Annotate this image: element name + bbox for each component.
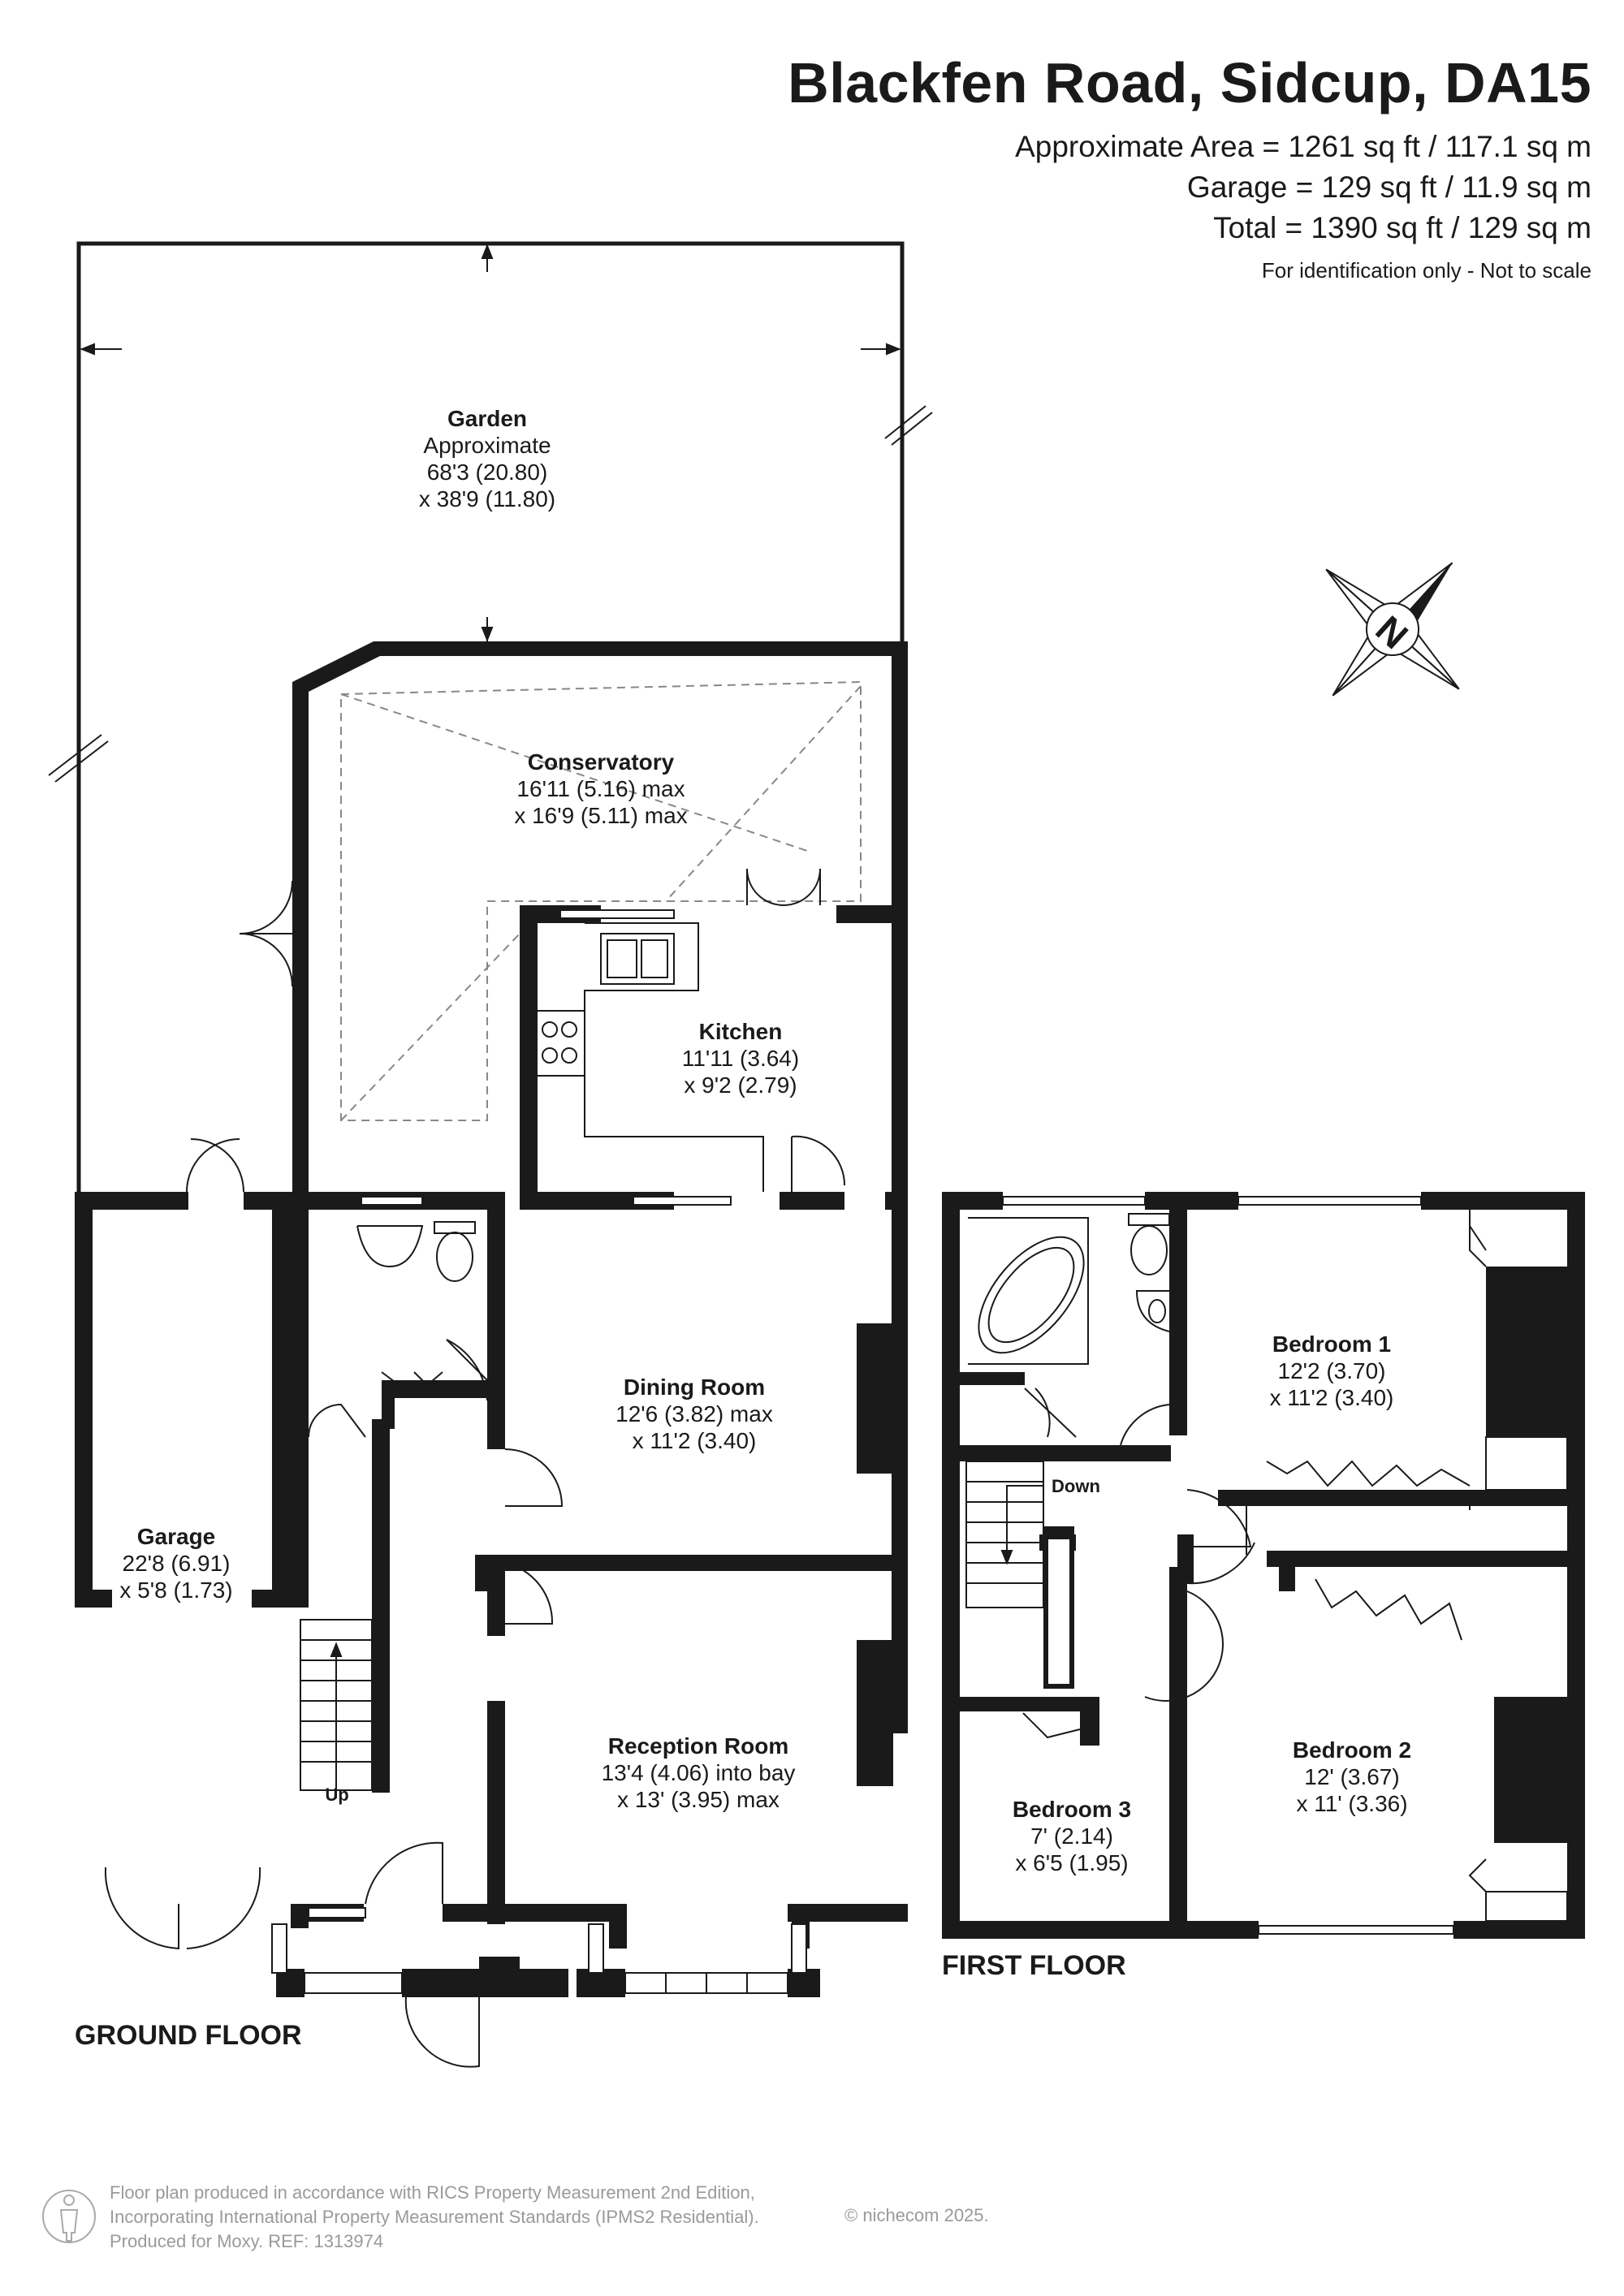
footer-credits: Floor plan produced in accordance with R… <box>110 2181 759 2254</box>
dining-width: x 11'2 (3.40) <box>633 1428 757 1453</box>
room-label-garage: Garage 22'8 (6.91) x 5'8 (1.73) <box>119 1524 232 1603</box>
person-icon <box>42 2190 96 2243</box>
garage-width: x 5'8 (1.73) <box>119 1577 232 1603</box>
garage-name: Garage <box>137 1524 216 1549</box>
compass-rose <box>1325 562 1460 697</box>
kitchen-name: Kitchen <box>699 1019 783 1044</box>
conservatory-roof-lines <box>340 680 862 1121</box>
bedroom2-name: Bedroom 2 <box>1293 1737 1411 1763</box>
stairs-up-label: Up <box>325 1785 348 1805</box>
approximate-area: Approximate Area = 1261 sq ft / 117.1 sq… <box>1015 130 1592 163</box>
room-label-bedroom1: Bedroom 1 12'2 (3.70) x 11'2 (3.40) <box>1270 1331 1394 1410</box>
room-label-garden: Garden Approximate 68'3 (20.80) x 38'9 (… <box>419 406 555 511</box>
kitchen-fittings <box>535 922 764 1192</box>
room-label-reception: Reception Room 13'4 (4.06) into bay x 13… <box>602 1733 796 1812</box>
first-floor-walls <box>942 1192 1585 1939</box>
ground-floor-windows <box>271 909 807 1994</box>
first-floor-windows <box>1002 1196 1454 1935</box>
reception-length: 13'4 (4.06) into bay <box>602 1760 796 1785</box>
garden-approx: Approximate <box>423 433 551 458</box>
bedroom3-width: x 6'5 (1.95) <box>1015 1850 1128 1875</box>
ground-floor-walls <box>75 641 908 1997</box>
dining-name: Dining Room <box>624 1375 765 1400</box>
footer-line-3: Produced for Moxy. REF: 1313974 <box>110 2231 384 2251</box>
room-label-bedroom2: Bedroom 2 12' (3.67) x 11' (3.36) <box>1293 1737 1411 1816</box>
conservatory-width: x 16'9 (5.11) max <box>514 803 687 828</box>
bedroom2-width: x 11' (3.36) <box>1296 1791 1407 1816</box>
room-label-bedroom3: Bedroom 3 7' (2.14) x 6'5 (1.95) <box>1013 1797 1131 1875</box>
first-floor-inner-walls <box>1047 1210 1487 1685</box>
conservatory-length: 16'11 (5.16) max <box>516 776 685 801</box>
garage-length: 22'8 (6.91) <box>123 1551 231 1576</box>
conservatory-name: Conservatory <box>528 749 675 775</box>
property-title: Blackfen Road, Sidcup, DA15 <box>788 51 1592 114</box>
ground-floor-label: GROUND FLOOR <box>75 2020 302 2051</box>
footer-line-1: Floor plan produced in accordance with R… <box>110 2182 755 2203</box>
first-floor-label: FIRST FLOOR <box>942 1950 1126 1981</box>
scale-note: For identification only - Not to scale <box>1261 258 1592 283</box>
footer-line-2: Incorporating International Property Mea… <box>110 2207 759 2227</box>
ground-floor-stairs <box>300 1619 373 1798</box>
first-floor-stairs <box>965 1461 1044 1608</box>
ground-floor-doors <box>104 868 846 2068</box>
room-label-dining: Dining Room 12'6 (3.82) max x 11'2 (3.40… <box>615 1375 773 1453</box>
stairs-down-label: Down <box>1052 1476 1100 1496</box>
garden-name: Garden <box>447 406 527 431</box>
room-label-kitchen: Kitchen 11'11 (3.64) x 9'2 (2.79) <box>682 1019 799 1098</box>
bedroom3-name: Bedroom 3 <box>1013 1797 1131 1822</box>
room-label-conservatory: Conservatory 16'11 (5.16) max x 16'9 (5.… <box>514 749 687 828</box>
bedroom1-name: Bedroom 1 <box>1272 1331 1391 1357</box>
ground-floor-wc <box>356 1221 476 1282</box>
garden-width: x 38'9 (11.80) <box>419 486 555 511</box>
copyright-notice: © nichecom 2025. <box>844 2205 989 2225</box>
bedroom1-length: 12'2 (3.70) <box>1278 1358 1386 1383</box>
bedroom2-length: 12' (3.67) <box>1304 1764 1399 1789</box>
kitchen-width: x 9'2 (2.79) <box>684 1072 797 1098</box>
total-area: Total = 1390 sq ft / 129 sq m <box>1213 211 1592 244</box>
garden-dimension-arrows <box>48 244 933 783</box>
garage-area: Garage = 129 sq ft / 11.9 sq m <box>1186 170 1592 204</box>
bedroom1-width: x 11'2 (3.40) <box>1270 1385 1394 1410</box>
first-floor-doors <box>1022 1225 1568 1922</box>
bedroom3-length: 7' (2.14) <box>1030 1823 1113 1849</box>
reception-name: Reception Room <box>608 1733 788 1759</box>
garden-boundary <box>76 241 905 1192</box>
reception-width: x 13' (3.95) max <box>617 1787 780 1812</box>
kitchen-length: 11'11 (3.64) <box>682 1046 799 1071</box>
first-floor-bathroom <box>968 1213 1170 1365</box>
dining-length: 12'6 (3.82) max <box>615 1401 773 1426</box>
garden-length: 68'3 (20.80) <box>427 460 548 485</box>
